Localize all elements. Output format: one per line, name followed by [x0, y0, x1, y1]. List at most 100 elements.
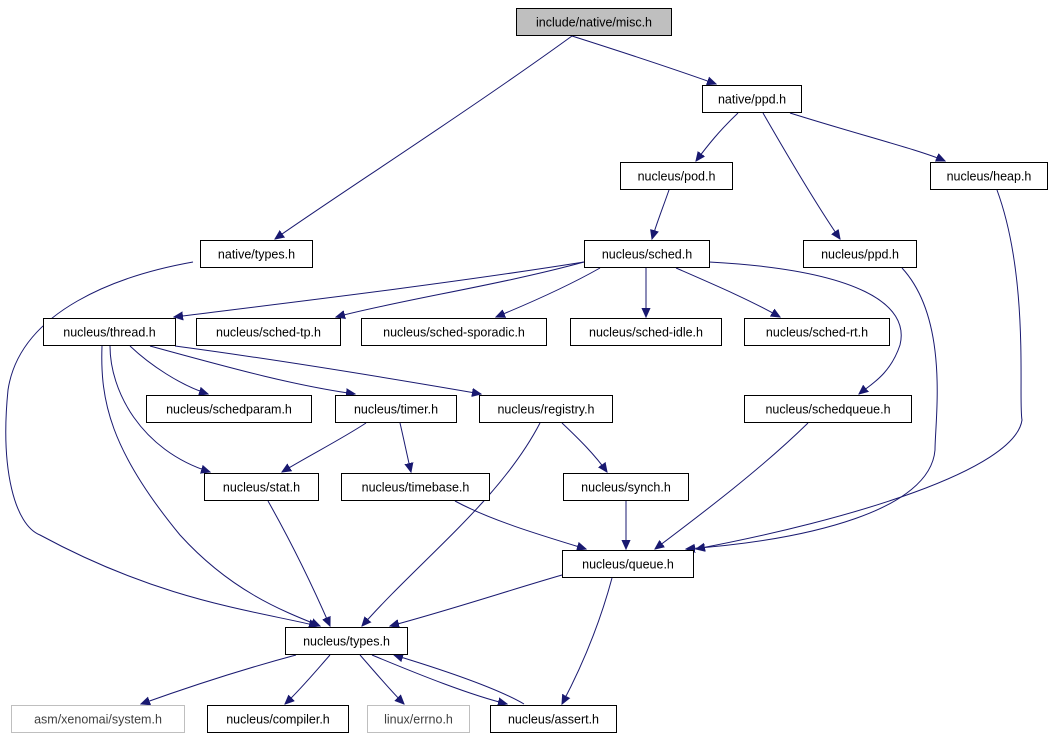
node-label-nucleus-compiler: nucleus/compiler.h — [226, 713, 330, 727]
edge-nucleus-thread-to-nucleus-schedparam — [129, 345, 208, 394]
node-nucleus-assert[interactable]: nucleus/assert.h — [490, 705, 617, 733]
edge-nucleus-thread-to-nucleus-registry — [174, 345, 481, 394]
edges-layer — [5, 35, 1023, 704]
node-label-asm-system: asm/xenomai/system.h — [34, 713, 162, 727]
node-box-native-ppd[interactable] — [702, 85, 802, 113]
edge-nucleus-queue-to-nucleus-assert — [562, 577, 613, 704]
node-box-misc[interactable] — [516, 8, 672, 36]
node-label-misc: include/native/misc.h — [536, 16, 652, 30]
edge-nucleus-pod-to-nucleus-sched — [652, 189, 670, 239]
node-nucleus-synch[interactable]: nucleus/synch.h — [563, 473, 689, 501]
node-label-nucleus-types: nucleus/types.h — [303, 635, 390, 649]
node-box-nucleus-thread[interactable] — [43, 318, 176, 346]
edge-nucleus-thread-to-nucleus-timer — [149, 345, 355, 394]
node-box-nucleus-sched-idle[interactable] — [570, 318, 722, 346]
edge-native-ppd-to-nucleus-heap — [789, 112, 945, 161]
edge-nucleus-thread-to-nucleus-types — [101, 345, 320, 626]
edge-nucleus-registry-to-nucleus-synch — [561, 422, 607, 472]
node-nucleus-thread[interactable]: nucleus/thread.h — [43, 318, 176, 346]
node-nucleus-timebase[interactable]: nucleus/timebase.h — [341, 473, 490, 501]
node-label-nucleus-thread: nucleus/thread.h — [63, 326, 155, 340]
node-nucleus-timer[interactable]: nucleus/timer.h — [335, 395, 457, 423]
node-linux-errno[interactable]: linux/errno.h — [367, 705, 470, 733]
edge-nucleus-timer-to-nucleus-timebase — [399, 422, 411, 472]
node-box-nucleus-stat[interactable] — [204, 473, 319, 501]
edge-native-types-to-nucleus-types — [5, 261, 318, 626]
edge-nucleus-sched-to-nucleus-sched-tp — [336, 261, 585, 317]
node-box-nucleus-sched-sporadic[interactable] — [361, 318, 547, 346]
node-nucleus-heap[interactable]: nucleus/heap.h — [930, 162, 1048, 190]
node-nucleus-sched-sporadic[interactable]: nucleus/sched-sporadic.h — [361, 318, 547, 346]
node-label-nucleus-timebase: nucleus/timebase.h — [362, 481, 470, 495]
node-box-native-types[interactable] — [200, 240, 313, 268]
node-label-nucleus-sched-sporadic: nucleus/sched-sporadic.h — [383, 326, 525, 340]
node-box-nucleus-heap[interactable] — [930, 162, 1048, 190]
node-label-nucleus-ppd: nucleus/ppd.h — [821, 248, 899, 262]
node-label-nucleus-timer: nucleus/timer.h — [354, 403, 438, 417]
node-box-nucleus-compiler[interactable] — [207, 705, 349, 733]
node-label-nucleus-heap: nucleus/heap.h — [947, 170, 1032, 184]
node-nucleus-ppd[interactable]: nucleus/ppd.h — [803, 240, 917, 268]
node-box-nucleus-schedparam[interactable] — [146, 395, 312, 423]
edge-nucleus-queue-to-nucleus-types — [390, 574, 563, 626]
edge-nucleus-ppd-to-nucleus-queue — [686, 267, 938, 549]
node-nucleus-sched-tp[interactable]: nucleus/sched-tp.h — [196, 318, 341, 346]
node-nucleus-stat[interactable]: nucleus/stat.h — [204, 473, 319, 501]
edge-nucleus-sched-to-nucleus-schedqueue — [708, 261, 902, 394]
node-box-nucleus-sched-rt[interactable] — [744, 318, 890, 346]
edge-nucleus-sched-to-nucleus-sched-sporadic — [496, 267, 601, 317]
edge-nucleus-types-to-linux-errno — [359, 654, 404, 704]
node-box-nucleus-timebase[interactable] — [341, 473, 490, 501]
node-box-nucleus-timer[interactable] — [335, 395, 457, 423]
node-label-nucleus-registry: nucleus/registry.h — [497, 403, 594, 417]
edge-nucleus-heap-to-nucleus-queue — [696, 189, 1023, 549]
edge-nucleus-types-to-nucleus-assert — [371, 654, 507, 704]
node-nucleus-schedqueue[interactable]: nucleus/schedqueue.h — [744, 395, 912, 423]
edge-misc-to-native-types — [275, 35, 573, 239]
node-misc[interactable]: include/native/misc.h — [516, 8, 672, 36]
node-box-nucleus-ppd[interactable] — [803, 240, 917, 268]
node-box-asm-system[interactable] — [11, 705, 185, 733]
node-label-nucleus-pod: nucleus/pod.h — [638, 170, 716, 184]
node-box-nucleus-registry[interactable] — [479, 395, 613, 423]
node-label-nucleus-sched: nucleus/sched.h — [602, 248, 692, 262]
node-label-nucleus-assert: nucleus/assert.h — [508, 713, 599, 727]
node-nucleus-compiler[interactable]: nucleus/compiler.h — [207, 705, 349, 733]
node-box-nucleus-pod[interactable] — [620, 162, 733, 190]
node-box-nucleus-schedqueue[interactable] — [744, 395, 912, 423]
node-nucleus-schedparam[interactable]: nucleus/schedparam.h — [146, 395, 312, 423]
node-label-nucleus-schedparam: nucleus/schedparam.h — [166, 403, 292, 417]
node-label-nucleus-schedqueue: nucleus/schedqueue.h — [765, 403, 890, 417]
node-asm-system[interactable]: asm/xenomai/system.h — [11, 705, 185, 733]
node-box-nucleus-synch[interactable] — [563, 473, 689, 501]
node-label-nucleus-stat: nucleus/stat.h — [223, 481, 300, 495]
node-nucleus-types[interactable]: nucleus/types.h — [285, 627, 408, 655]
nodes-layer: include/native/misc.h native/ppd.h nucleus… — [11, 8, 1048, 733]
node-nucleus-queue[interactable]: nucleus/queue.h — [562, 550, 694, 578]
node-nucleus-sched-idle[interactable]: nucleus/sched-idle.h — [570, 318, 722, 346]
node-label-nucleus-queue: nucleus/queue.h — [582, 558, 674, 572]
node-label-native-types: native/types.h — [218, 248, 295, 262]
edge-nucleus-sched-to-nucleus-sched-rt — [675, 267, 780, 317]
edge-native-ppd-to-nucleus-ppd — [762, 112, 840, 239]
node-box-nucleus-sched-tp[interactable] — [196, 318, 341, 346]
node-box-nucleus-queue[interactable] — [562, 550, 694, 578]
node-nucleus-sched[interactable]: nucleus/sched.h — [584, 240, 710, 268]
node-box-nucleus-sched[interactable] — [584, 240, 710, 268]
node-nucleus-pod[interactable]: nucleus/pod.h — [620, 162, 733, 190]
edge-nucleus-timebase-to-nucleus-queue — [454, 500, 586, 549]
node-box-nucleus-types[interactable] — [285, 627, 408, 655]
node-native-types[interactable]: native/types.h — [200, 240, 313, 268]
edge-misc-to-native-ppd — [571, 35, 716, 84]
node-box-nucleus-assert[interactable] — [490, 705, 617, 733]
node-label-linux-errno: linux/errno.h — [384, 713, 453, 727]
node-nucleus-sched-rt[interactable]: nucleus/sched-rt.h — [744, 318, 890, 346]
edge-nucleus-thread-to-nucleus-stat — [109, 345, 210, 472]
node-native-ppd[interactable]: native/ppd.h — [702, 85, 802, 113]
node-box-linux-errno[interactable] — [367, 705, 470, 733]
node-label-nucleus-synch: nucleus/synch.h — [581, 481, 671, 495]
node-nucleus-registry[interactable]: nucleus/registry.h — [479, 395, 613, 423]
edge-nucleus-types-to-nucleus-compiler — [285, 654, 331, 704]
edge-nucleus-registry-to-nucleus-types — [362, 422, 541, 626]
